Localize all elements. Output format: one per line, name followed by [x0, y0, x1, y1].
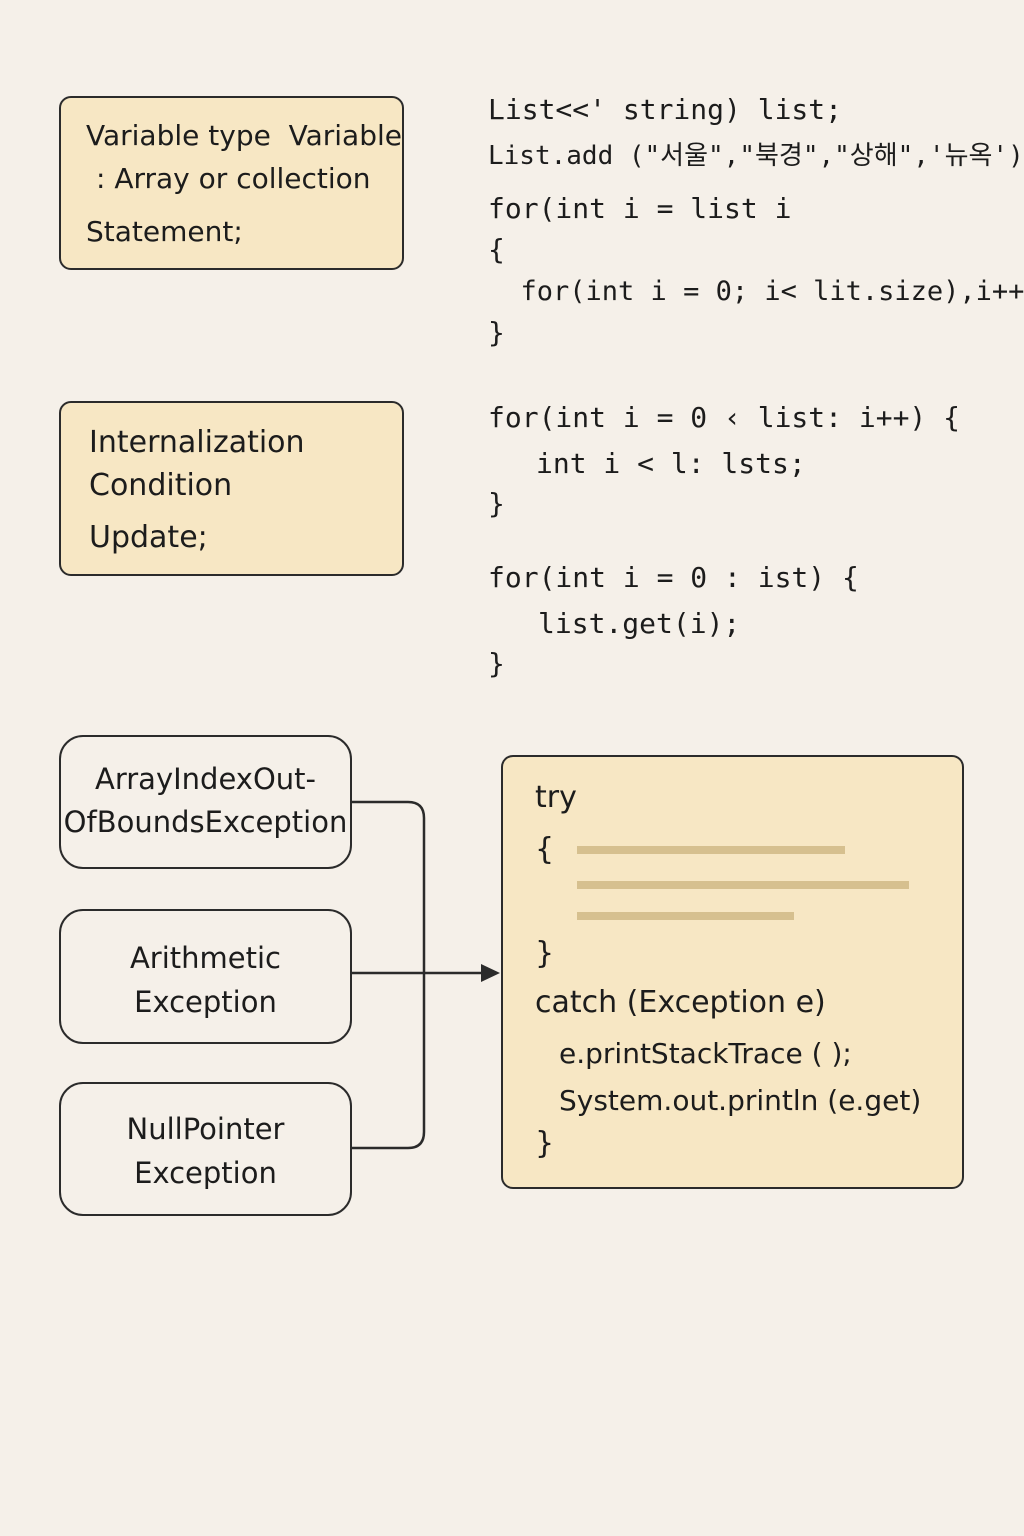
placeholder-code-bar	[577, 881, 909, 889]
code-line: }	[488, 647, 505, 680]
exception-label-line2: OfBoundsException	[63, 805, 348, 839]
syntax-line: Statement;	[86, 215, 243, 248]
try-keyword: try	[535, 780, 577, 815]
catch-clause: catch (Exception e)	[535, 985, 826, 1020]
exception-label-line1: Arithmetic	[129, 941, 282, 975]
close-brace: }	[535, 1126, 555, 1161]
code-line: for(int i = 0 : ist) {	[488, 561, 859, 594]
code-line: }	[488, 487, 505, 520]
code-line: }	[488, 316, 505, 349]
code-line: list.get(i);	[538, 607, 741, 640]
code-line: for(int i = 0; i< lit.size),i++)	[488, 276, 1024, 307]
code-line: for(int i = list i	[488, 192, 792, 225]
code-line: List<<' string) list;	[488, 93, 843, 126]
syntax-line: Internalization	[89, 425, 305, 460]
exception-label-line2: Exception	[134, 1156, 277, 1190]
exception-label-line1: ArrayIndexOut-	[95, 762, 316, 796]
syntax-line: Update;	[89, 520, 208, 555]
close-brace: }	[535, 936, 555, 971]
syntax-box-foreach: Variable type Variable : Array or collec…	[59, 96, 404, 270]
code-line: for(int i = 0 ‹ list: i++) {	[488, 401, 961, 434]
exception-label-line2: Exception	[134, 985, 277, 1019]
arrow-head-icon	[481, 964, 500, 982]
placeholder-code-bar	[577, 846, 845, 854]
open-brace: {	[535, 832, 555, 867]
try-catch-box: try { } catch (Exception e) e.printStack…	[501, 755, 964, 1189]
connector-from-array-index	[351, 800, 426, 1150]
code-line: List.add ("서울","북경","상해",'뉴옥');	[488, 141, 1024, 171]
syntax-line: Condition	[89, 468, 233, 503]
exception-box-array-index: ArrayIndexOut- OfBoundsException	[59, 735, 352, 869]
code-line: {	[488, 233, 505, 266]
syntax-line: Variable type Variable	[86, 119, 402, 152]
exception-box-null-pointer: NullPointer Exception	[59, 1082, 352, 1216]
exception-label-line1: NullPointer	[126, 1112, 285, 1146]
catch-statement: e.printStackTrace ( );	[559, 1037, 852, 1070]
code-line: int i < l: lsts;	[536, 447, 806, 480]
catch-statement: System.out.println (e.get)	[559, 1084, 922, 1117]
exception-box-arithmetic: Arithmetic Exception	[59, 909, 352, 1044]
syntax-box-for-loop: Internalization Condition Update;	[59, 401, 404, 576]
syntax-line: : Array or collection	[96, 162, 371, 195]
placeholder-code-bar	[577, 912, 794, 920]
